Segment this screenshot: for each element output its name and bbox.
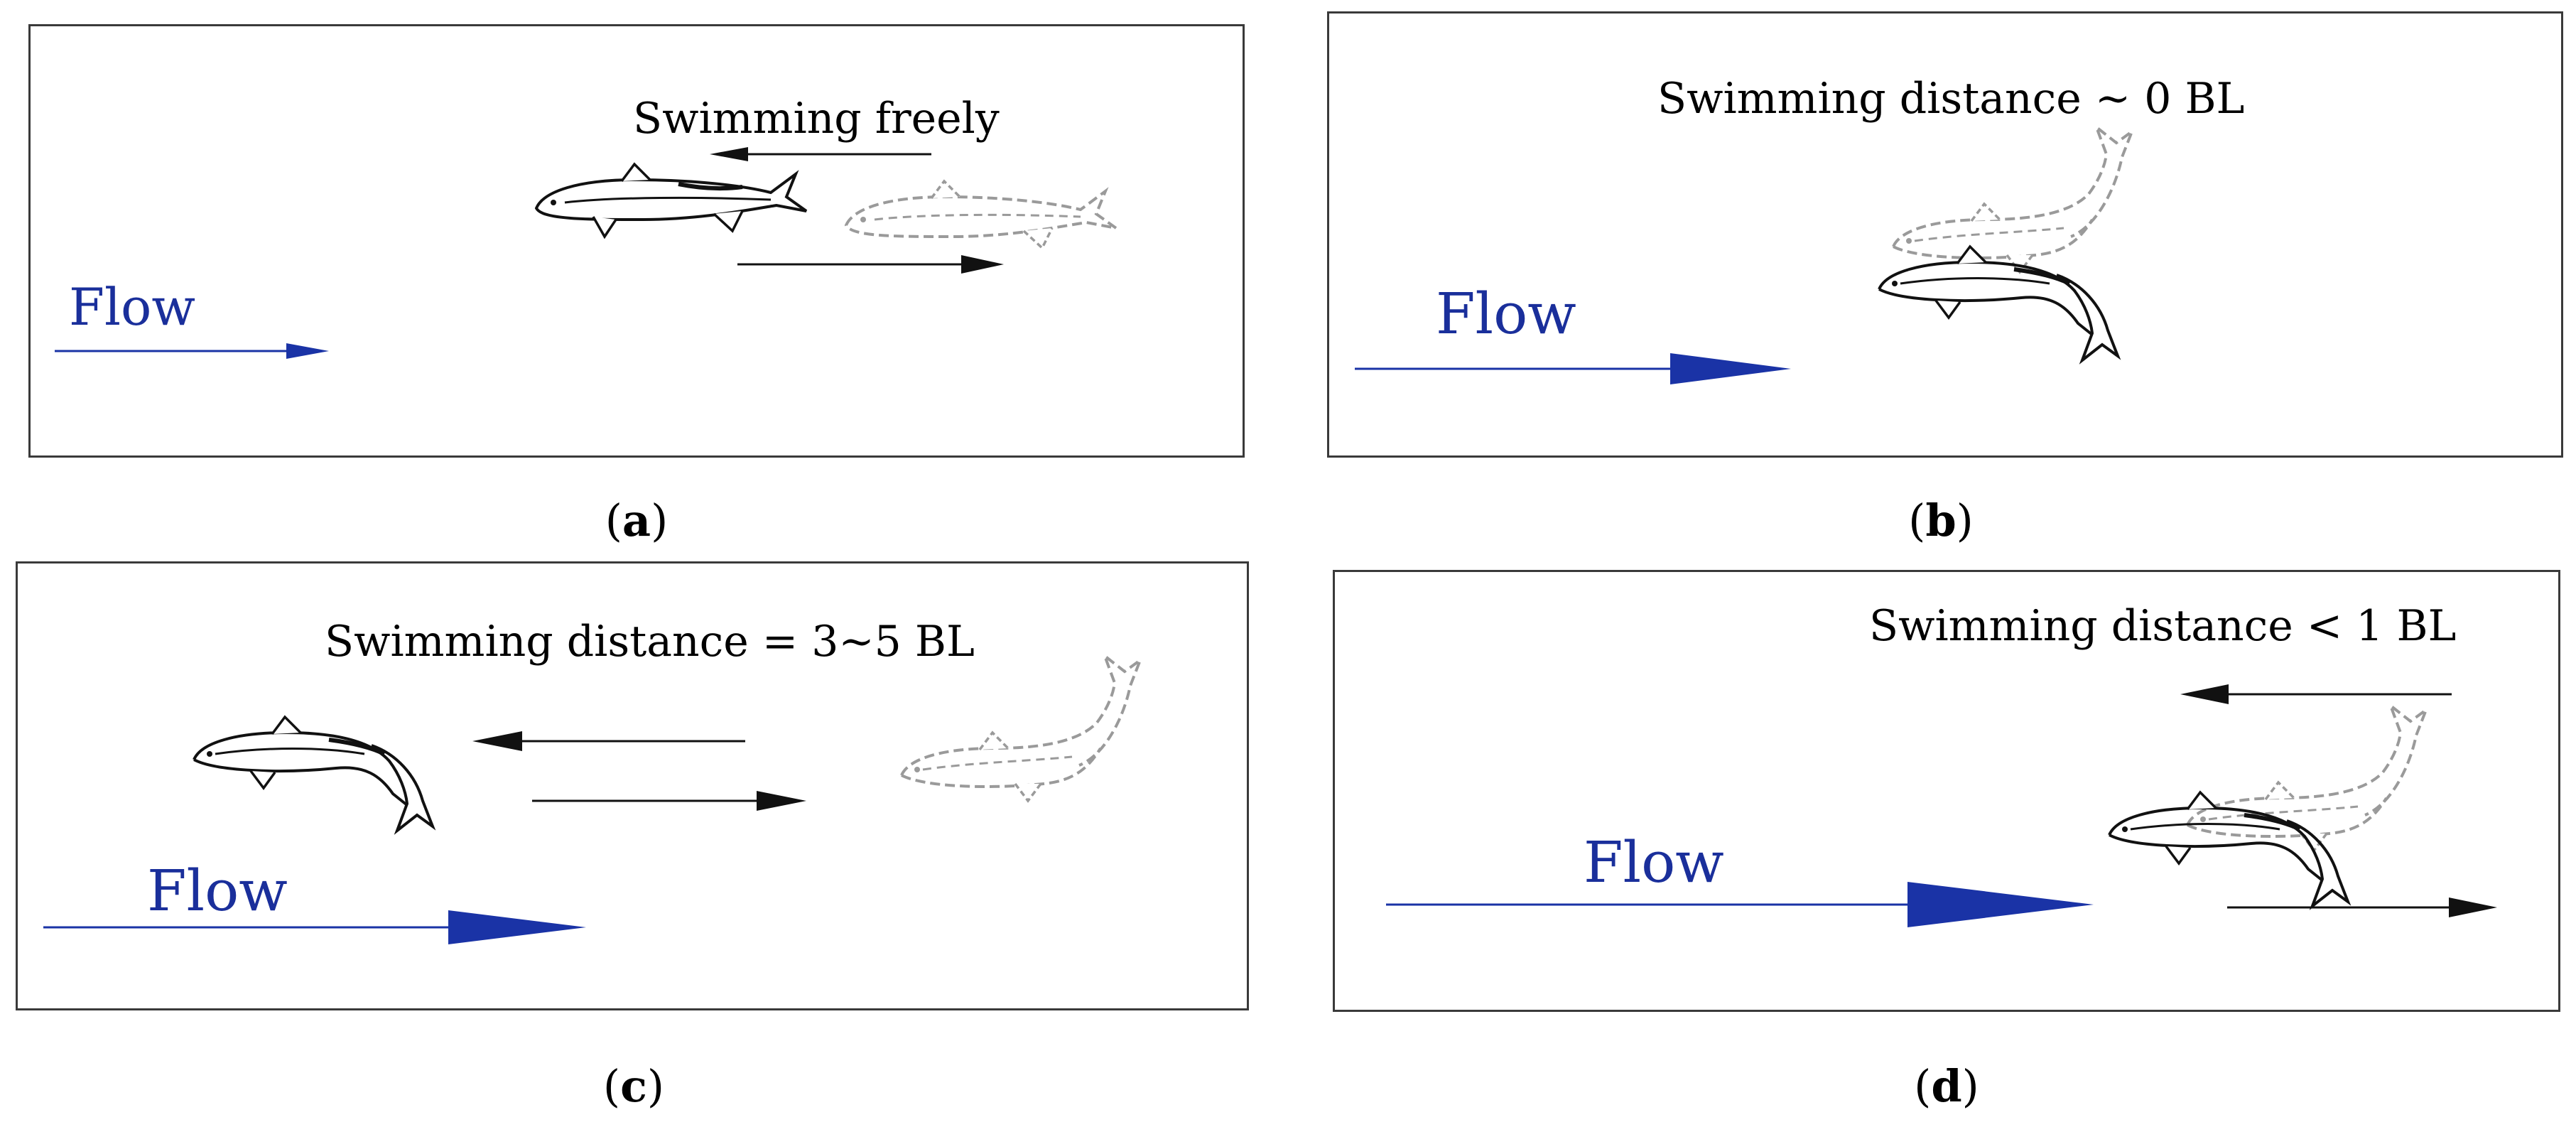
fish-solid-icon <box>194 717 433 831</box>
flow-arrow-icon <box>1355 353 1791 384</box>
fish-dashed-icon <box>2186 704 2428 852</box>
fish-solid-icon <box>536 164 806 237</box>
flow-arrow-icon <box>1386 882 2094 927</box>
panel-a-flow-label: Flow <box>69 277 195 337</box>
caption-b: (b) <box>1908 495 1974 546</box>
flow-arrow-icon <box>43 910 586 944</box>
fish-dashed-icon <box>1892 126 2133 274</box>
caption-a: (a) <box>605 495 669 546</box>
arrow-right-icon <box>737 255 1004 274</box>
panel-b-label: Swimming distance ~ 0 BL <box>1657 74 2244 124</box>
panel-b: Swimming distance ~ 0 BL Flow <box>1327 11 2563 458</box>
arrow-right-icon <box>2227 897 2497 917</box>
caption-d: (d) <box>1914 1060 1979 1112</box>
panel-b-flow-label: Flow <box>1436 281 1576 347</box>
arrow-left-icon <box>710 147 931 161</box>
flow-arrow-icon <box>55 343 329 359</box>
panel-a-label: Swimming freely <box>633 94 1000 144</box>
arrow-right-icon <box>532 791 806 811</box>
fish-dashed-icon <box>845 180 1117 249</box>
panel-a: Swimming freely Flow <box>28 24 1245 458</box>
panel-d-flow-label: Flow <box>1584 829 1724 895</box>
panel-b-drawing: Swimming distance ~ 0 BL Flow <box>1355 74 2244 384</box>
panel-d-drawing: Swimming distance < 1 BL Flow <box>1386 601 2497 927</box>
fish-dashed-icon <box>900 654 1142 802</box>
arrow-left-icon <box>472 731 745 751</box>
panel-c-drawing: Swimming distance = 3~5 BL Flow <box>43 617 1142 944</box>
caption-c: (c) <box>602 1060 665 1112</box>
panel-c-label: Swimming distance = 3~5 BL <box>325 617 975 667</box>
arrow-left-icon <box>2180 684 2452 704</box>
panel-d-label: Swimming distance < 1 BL <box>1869 601 2456 651</box>
panel-d: Swimming distance < 1 BL Flow <box>1333 570 2560 1012</box>
panel-c: Swimming distance = 3~5 BL Flow <box>16 561 1249 1010</box>
panel-a-drawing: Swimming freely Flow <box>55 94 1117 359</box>
fish-solid-icon <box>1879 247 2118 360</box>
panel-c-flow-label: Flow <box>147 858 288 924</box>
